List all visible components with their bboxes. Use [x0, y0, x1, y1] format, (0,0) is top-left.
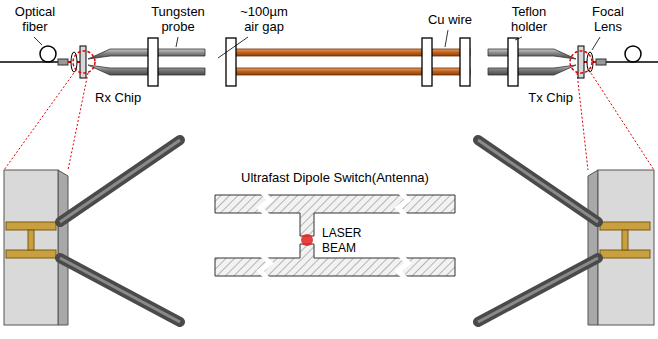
- part-label: Focal Lens: [580, 4, 636, 34]
- dimension-label: ~100µm air gap: [232, 4, 296, 34]
- part-label: Teflon holder: [497, 4, 561, 34]
- chip-label: Tx Chip: [515, 90, 573, 105]
- chip-label: Rx Chip: [95, 90, 155, 105]
- inset-title: Ultrafast Dipole Switch(Antenna): [200, 170, 470, 185]
- part-label: Cu wire: [420, 12, 480, 27]
- part-label: Optical fiber: [4, 4, 66, 34]
- part-label: Tungsten probe: [145, 4, 211, 34]
- beam-label: LASER BEAM: [322, 226, 378, 256]
